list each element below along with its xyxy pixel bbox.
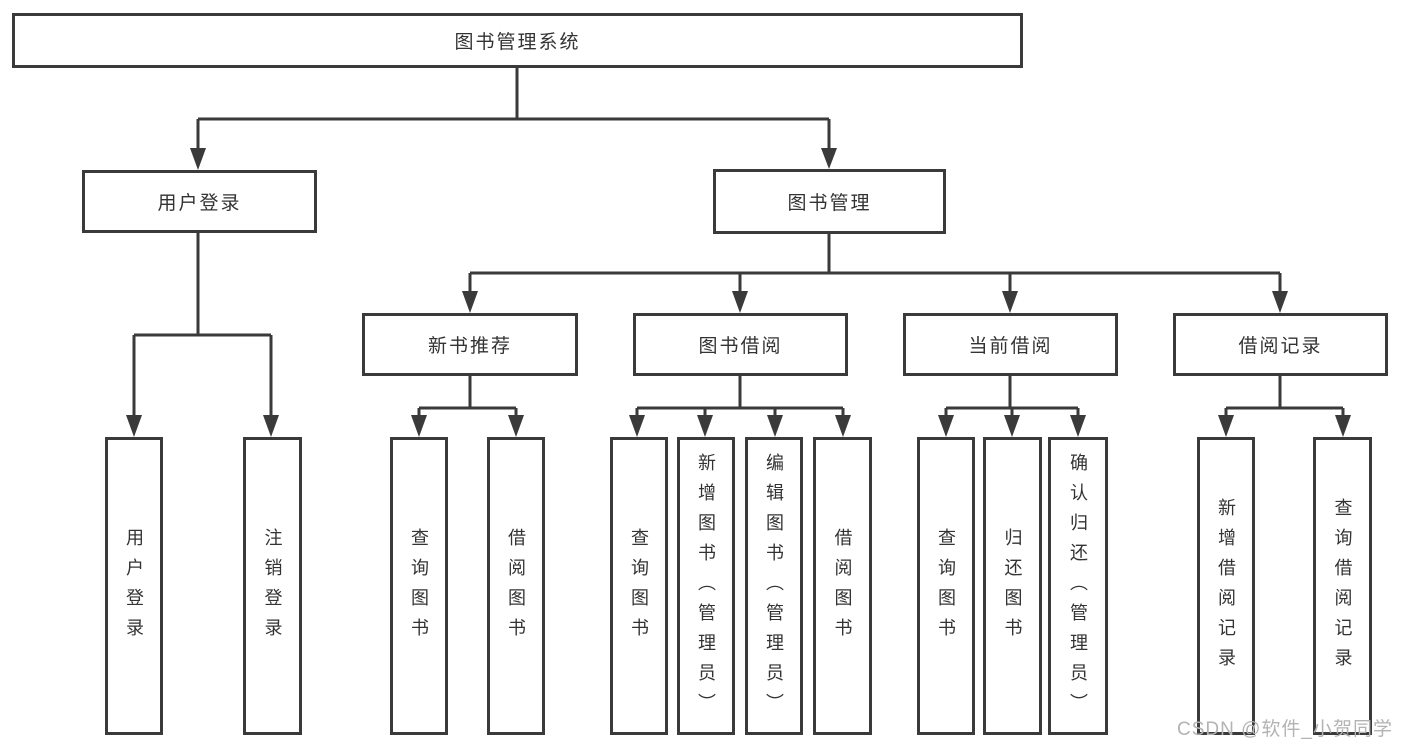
node-branch-user-login: 用户登录: [82, 170, 317, 233]
node-label: 查询图书: [936, 528, 956, 648]
node-root-label: 图书管理系统: [454, 32, 581, 53]
node-root: 图书管理系统: [12, 13, 1023, 68]
node-leaf-confirm-return-admin: 确认归还（管理员）: [1048, 437, 1108, 735]
arrowhead-icon: [1002, 291, 1018, 313]
node-label: 借阅记录: [1238, 336, 1323, 357]
node-branch-book-management: 图书管理: [713, 169, 946, 234]
connector-borrow-record-to-leaves: [1224, 376, 1345, 416]
arrowhead-icon: [938, 415, 954, 437]
node-leaf-borrow-book-2: 借阅图书: [813, 437, 872, 735]
arrowhead-icon: [508, 415, 524, 437]
node-label: 归还图书: [1002, 528, 1023, 648]
node-group-new-book-recommend: 新书推荐: [362, 313, 578, 376]
node-leaf-add-borrow-record: 新增借阅记录: [1197, 437, 1255, 735]
arrowhead-icon: [767, 415, 783, 437]
node-leaf-return-book: 归还图书: [983, 437, 1042, 735]
arrowhead-icon: [629, 415, 645, 437]
node-label: 注销登录: [262, 528, 283, 648]
connector-user-login-to-leaves: [132, 233, 273, 416]
node-group-borrow-record: 借阅记录: [1173, 313, 1388, 376]
arrowhead-icon: [126, 415, 142, 437]
node-label: 新书推荐: [427, 336, 512, 357]
node-leaf-query-book-2: 查询图书: [610, 437, 668, 735]
node-label: 借阅图书: [506, 528, 526, 648]
node-leaf-query-book-1: 查询图书: [390, 437, 448, 735]
arrowhead-icon: [821, 148, 837, 169]
node-label: 当前借阅: [968, 336, 1053, 357]
node-label: 确认归还（管理员）: [1068, 453, 1088, 723]
node-label: 新增图书（管理员）: [696, 453, 716, 723]
arrowhead-icon: [1218, 415, 1234, 437]
node-leaf-logout: 注销登录: [243, 437, 302, 735]
node-label: 用户登录: [124, 528, 144, 648]
connector-book-borrow-to-leaves: [635, 376, 845, 416]
arrowhead-icon: [1004, 415, 1020, 437]
node-label: 用户登录: [157, 193, 242, 214]
arrowhead-icon: [1070, 415, 1086, 437]
arrowhead-icon: [732, 291, 748, 313]
node-label: 查询借阅记录: [1332, 498, 1353, 678]
node-label: 编辑图书（管理员）: [764, 453, 784, 723]
arrowhead-icon: [697, 415, 713, 437]
node-leaf-user-login: 用户登录: [105, 437, 163, 735]
node-label: 图书管理: [787, 193, 872, 214]
node-label: 查询图书: [409, 528, 429, 648]
arrowhead-icon: [263, 415, 279, 437]
node-leaf-query-book-3: 查询图书: [917, 437, 975, 735]
node-label: 图书借阅: [698, 336, 783, 357]
node-leaf-borrow-book-1: 借阅图书: [487, 437, 545, 735]
node-label: 查询图书: [629, 528, 649, 648]
node-leaf-add-book-admin: 新增图书（管理员）: [677, 437, 735, 735]
arrowhead-icon: [411, 415, 427, 437]
node-label: 新增借阅记录: [1216, 498, 1236, 678]
arrowhead-icon: [190, 148, 206, 170]
node-group-current-borrow: 当前借阅: [903, 313, 1118, 376]
node-label: 借阅图书: [832, 528, 853, 648]
connector-book-management-to-groups: [468, 234, 1282, 291]
node-leaf-edit-book-admin: 编辑图书（管理员）: [745, 437, 803, 735]
arrowhead-icon: [1335, 415, 1351, 437]
connector-current-borrow-to-leaves: [944, 376, 1080, 416]
connector-root-to-level2: [196, 68, 831, 150]
arrowhead-icon: [835, 415, 851, 437]
node-leaf-query-borrow-record: 查询借阅记录: [1313, 437, 1372, 735]
connector-new-book-recommend-to-leaves: [417, 376, 518, 416]
watermark-text: CSDN @软件_小贺同学: [1177, 719, 1393, 740]
arrowhead-icon: [1272, 291, 1288, 313]
node-group-book-borrow: 图书借阅: [633, 313, 848, 376]
arrowhead-icon: [462, 291, 478, 313]
